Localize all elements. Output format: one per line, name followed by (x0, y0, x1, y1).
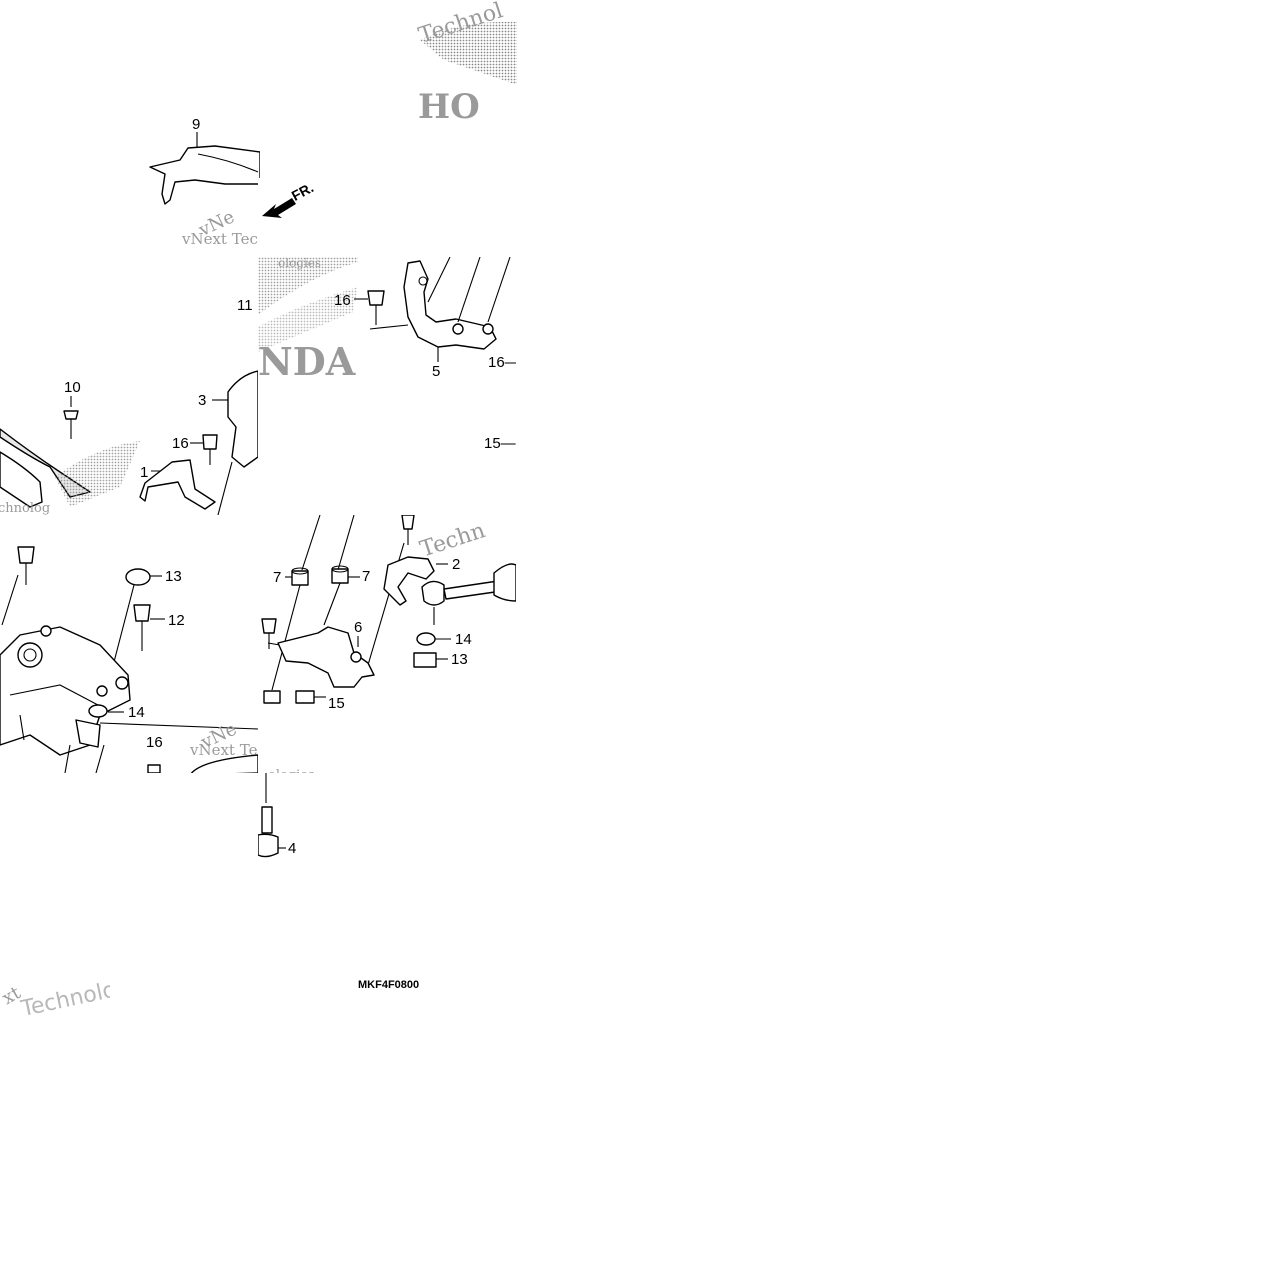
part-ball-joint (421, 580, 445, 606)
bolt-left-center (261, 618, 277, 634)
callout-4: 4 (288, 840, 296, 857)
bolt-4 (261, 806, 273, 834)
front-direction-indicator: FR. (258, 178, 328, 226)
callout-11: 11 (237, 297, 253, 314)
bolt-16a (202, 434, 218, 450)
callout-7b: 7 (362, 568, 370, 585)
callout-15a: 15 (328, 695, 345, 712)
washer-14b (416, 632, 436, 646)
bolt-16b (367, 290, 385, 306)
part-bracket-6 (277, 626, 375, 688)
callout-15b: 15— (484, 435, 516, 452)
callout-7a: 7 (273, 569, 281, 586)
nut-15b (295, 690, 315, 704)
bolt-top-left (17, 546, 35, 564)
bolt-top-center (401, 515, 415, 530)
spacer-7b (331, 568, 349, 584)
callout-9: 9 (192, 116, 200, 133)
tile-center-top: NDA ologies 16 5 16— 15— (258, 257, 516, 515)
watermark-chnolog-text: chnolog (0, 501, 50, 515)
bolt-10 (63, 410, 79, 420)
nut-13a (125, 568, 151, 586)
part-clip-2 (383, 556, 435, 606)
callout-3: 3 (198, 392, 206, 409)
watermark-nda-text: NDA (258, 339, 356, 384)
callout-12: 12 (168, 612, 185, 629)
watermark-technologies-text: Technologies (18, 968, 110, 1022)
watermark-vnext-bottom: vNext Tec (189, 741, 258, 759)
part-clamp-1 (139, 459, 216, 510)
callout-14a: 14 (128, 704, 145, 721)
part-cover-9 (149, 145, 260, 205)
part-4 (258, 833, 279, 858)
tile-cover-9: 9 vNext Tec vNe (140, 112, 260, 257)
callout-14b: 14 (455, 631, 472, 648)
callout-16d: 16— (488, 354, 516, 371)
watermark-ologies-bottom: ologies (268, 768, 315, 773)
callout-13a: 13 (165, 568, 182, 585)
part-rod (443, 580, 503, 600)
wing-emblem-watermark (420, 21, 517, 85)
washer-14a (88, 704, 108, 718)
callout-16c: 16 (146, 734, 163, 751)
part-housing-3 (227, 370, 258, 468)
callout-2: 2 (452, 556, 460, 573)
honda-logo-watermark-top: Technol HO (414, 0, 517, 125)
callout-13b: 13 (451, 651, 468, 668)
callout-5: 5 (432, 363, 440, 380)
part-actuator-assembly (0, 626, 131, 756)
tile-part-4: 4 (258, 773, 318, 863)
tile-left-middle: 11 10 chnolog 3 16 1 (0, 257, 258, 515)
spacer-7a (291, 570, 309, 586)
callout-16b: 16 (334, 292, 351, 309)
tile-left-bottom: 13 12 14 16 vNext Tec vNe (0, 515, 258, 773)
nut-13b (413, 652, 437, 668)
callout-10: 10 (64, 379, 81, 396)
part-code-label: MKF4F0800 (358, 979, 419, 991)
part-bracket-5 (403, 260, 497, 350)
callout-6: 6 (354, 619, 362, 636)
callout-1: 1 (140, 464, 148, 481)
bolt-12 (133, 604, 151, 622)
front-arrow-icon (262, 198, 296, 218)
watermark-fragment-bottom-left: Technologies xt 16 (0, 968, 110, 1028)
nut-15a (263, 690, 281, 704)
callout-16a: 16 (172, 435, 189, 452)
part-code-label-tile: MKF4F0800 (350, 972, 450, 994)
tile-center-bottom: 7 7 Techn 2 14 13 6 15 (258, 515, 516, 773)
watermark-honda-text: HO (418, 87, 480, 125)
watermark-ologies-text: ologies (278, 257, 321, 270)
watermark-vnext-text: vNext Tec (181, 230, 258, 248)
connector-plug (75, 719, 101, 748)
